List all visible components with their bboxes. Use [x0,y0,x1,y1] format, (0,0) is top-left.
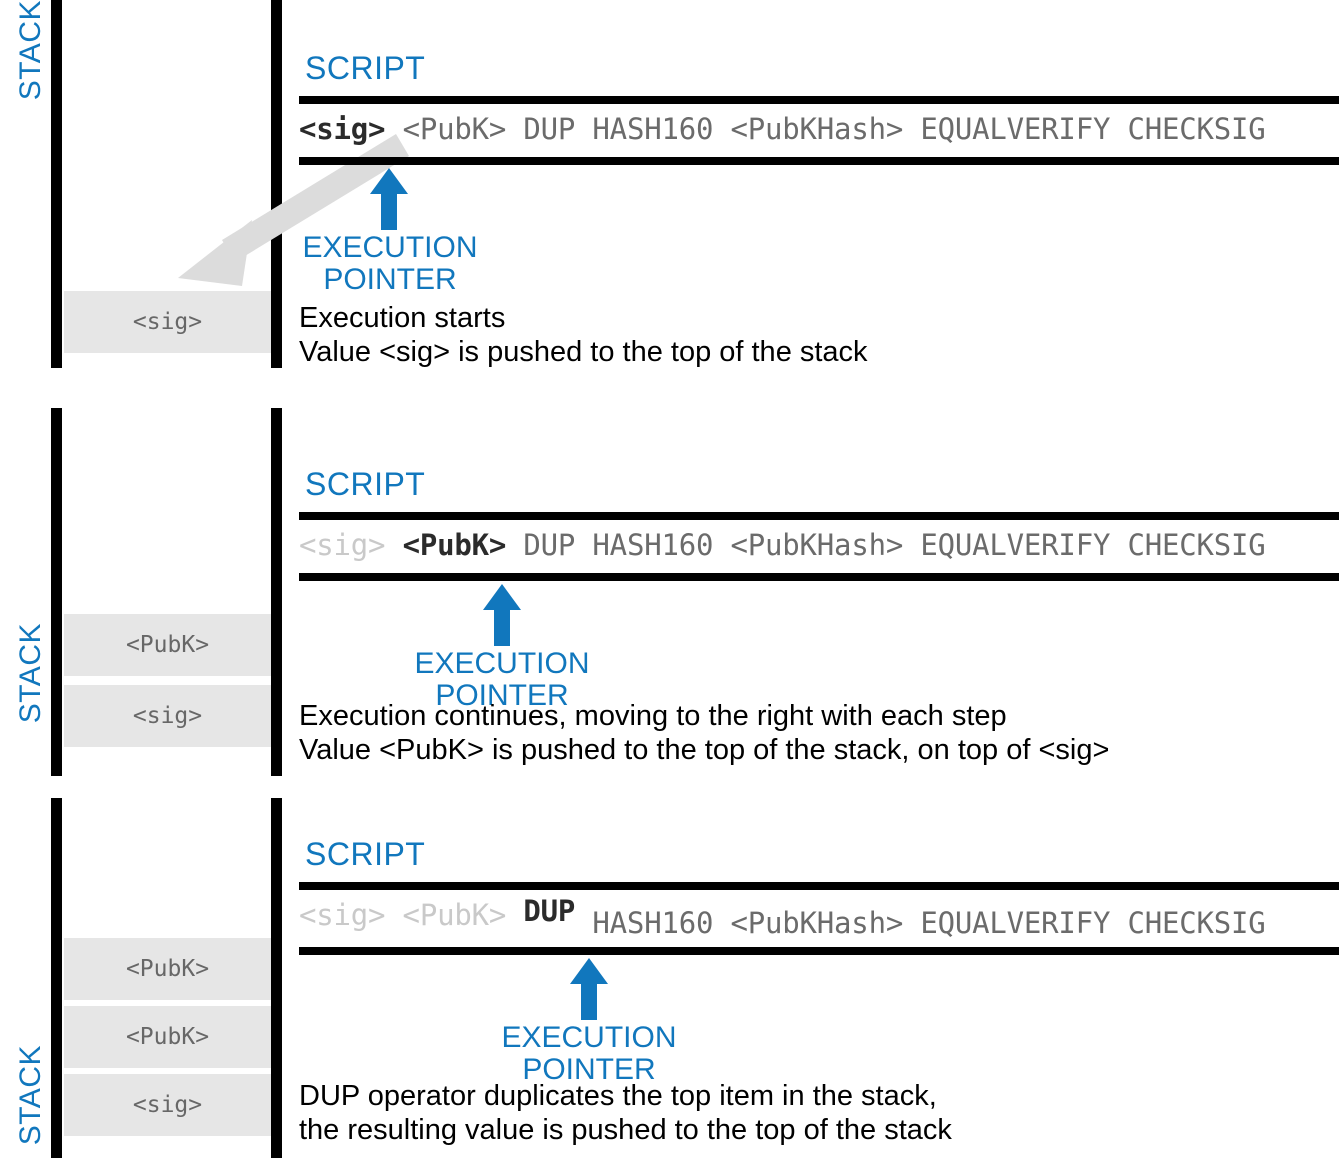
stack-rail-right [271,0,282,368]
stack-rail-right [271,798,282,1158]
execution-pointer-line1: EXECUTION [501,1021,677,1054]
stack-label: STACK [14,623,47,724]
script-rule-bottom [299,157,1339,165]
script-label: SCRIPT [305,466,426,502]
execution-pointer-label: EXECUTION POINTER [499,1022,679,1086]
step-description: DUP operator duplicates the top item in … [299,1079,952,1147]
execution-pointer-line1: EXECUTION [302,231,478,264]
stack-label: STACK [14,0,47,101]
stack-rail-left [51,408,62,776]
stack-cell: <sig> [64,1074,271,1136]
description-line-2: the resulting value is pushed to the top… [299,1114,952,1146]
stack-cell: <sig> [64,685,271,747]
arrow-head [370,168,408,194]
up-arrow-icon [483,584,521,646]
stack-rail-right [271,408,282,776]
script-line: <sig> <PubK> DUP HASH160 <PubKHash> EQUA… [299,528,1339,562]
script-rule-bottom [299,947,1339,955]
script-token-pending: HASH160 <PubKHash> EQUALVERIFY CHECKSIG [575,906,1266,940]
up-arrow-icon [570,958,608,1020]
script-rule-top [299,96,1339,104]
stack-cell: <sig> [64,291,271,353]
description-line-2: Value <PubK> is pushed to the top of the… [299,734,1110,766]
arrow-shaft [581,980,597,1020]
script-label: SCRIPT [305,50,426,86]
description-line-1: Execution continues, moving to the right… [299,700,1007,732]
script-label: SCRIPT [305,836,426,872]
execution-pointer-line1: EXECUTION [414,647,590,680]
execution-pointer-line2: POINTER [522,1053,656,1086]
execution-pointer-label: EXECUTION POINTER [300,232,480,296]
description-line-1: DUP operator duplicates the top item in … [299,1080,937,1112]
execution-step-panel-2: STACK <PubK> <sig> SCRIPT <sig> <PubK> D… [0,408,1339,798]
script-rule-bottom [299,573,1339,581]
step-description: Execution starts Value <sig> is pushed t… [299,301,868,369]
execution-pointer-line2: POINTER [323,263,457,296]
stack-cell: <PubK> [64,1006,271,1068]
up-arrow-icon [370,168,408,230]
description-line-1: Execution starts [299,302,506,334]
script-token-pending: DUP HASH160 <PubKHash> EQUALVERIFY CHECK… [506,528,1266,562]
stack-cell: <PubK> [64,938,271,1000]
script-line: <sig> <PubK> DUP HASH160 <PubKHash> EQUA… [299,894,1339,940]
script-token-active: <sig> [299,112,386,146]
script-token-consumed: <sig> <PubK> [299,898,524,932]
arrow-head [570,958,608,984]
stack-rail-left [51,798,62,1158]
script-token-consumed: <sig> [299,528,403,562]
arrow-shaft [494,606,510,646]
script-rule-top [299,882,1339,890]
stack-cell: <PubK> [64,614,271,676]
script-token-active: <PubK> [402,528,507,562]
script-token-pending: <PubK> DUP HASH160 <PubKHash> EQUALVERIF… [385,112,1266,146]
execution-step-panel-3: STACK <PubK> <PubK> <sig> SCRIPT <sig> <… [0,798,1339,1158]
script-rule-top [299,512,1339,520]
arrow-head [483,584,521,610]
execution-pointer-line2: POINTER [435,679,569,712]
step-description: Execution continues, moving to the right… [299,699,1109,767]
stack-rail-left [51,0,62,368]
execution-step-panel-1: STACK <sig> SCRIPT <sig> <PubK> DUP HASH… [0,0,1339,390]
script-token-active: DUP [523,894,576,928]
stack-label: STACK [14,1045,47,1146]
execution-pointer-label: EXECUTION POINTER [412,648,592,712]
script-line: <sig> <PubK> DUP HASH160 <PubKHash> EQUA… [299,112,1339,146]
arrow-shaft [381,190,397,230]
description-line-2: Value <sig> is pushed to the top of the … [299,336,868,368]
